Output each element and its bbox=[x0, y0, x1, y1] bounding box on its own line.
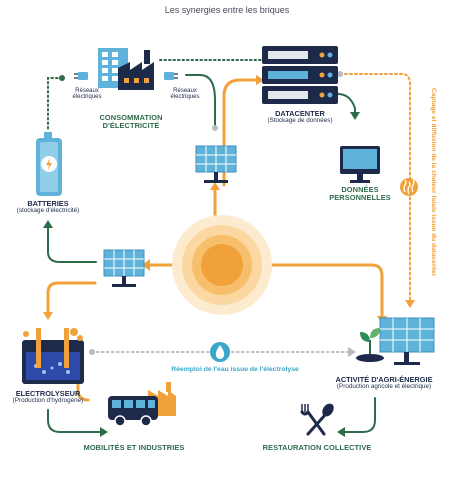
datacenter-label: DATACENTER (Stockage de données) bbox=[248, 110, 352, 124]
fork-icon bbox=[300, 404, 326, 436]
arrow-heat-to-agri bbox=[405, 300, 415, 308]
reseaux-left-label: Réseaux électriques bbox=[62, 88, 112, 101]
arrow-to-restauration bbox=[337, 427, 345, 437]
arrow-to-electrolyser bbox=[43, 312, 53, 320]
arrow-to-left-panel bbox=[142, 259, 150, 271]
arrow-reemploi-right bbox=[348, 347, 356, 357]
reseaux-left-line2: électriques bbox=[72, 94, 102, 101]
panel-to-datacenter-line bbox=[222, 78, 260, 187]
reseaux-right-line1: Réseaux bbox=[173, 88, 197, 94]
agri-to-restauration-line bbox=[344, 397, 376, 433]
consommation-line1: CONSOMMATION bbox=[99, 113, 163, 122]
agri-subtitle: (Production agricole et électrique) bbox=[336, 382, 432, 390]
arrowheads bbox=[43, 71, 415, 437]
battery-icon bbox=[36, 132, 62, 196]
restauration-label: RESTAURATION COLLECTIVE bbox=[262, 443, 372, 452]
solar-panel-icon bbox=[379, 317, 435, 365]
donnees-line1: DONNÉES bbox=[341, 185, 379, 194]
panel-to-battery-line bbox=[47, 227, 97, 263]
donnees-line2: PERSONNELLES bbox=[329, 192, 391, 202]
solar-panel-icon bbox=[103, 249, 145, 287]
electrolyseur-label: ELECTROLYSEUR (Production d'hydrogène) bbox=[0, 390, 96, 404]
captage-label-box: Captage et diffusion de la chaleur fatal… bbox=[424, 88, 438, 308]
batteries-subtitle: (stockage d'électricité) bbox=[16, 206, 80, 214]
reseaux-left-line1: Réseaux bbox=[75, 88, 99, 94]
agri-title: ACTIVITÉ D'AGRI-ÉNERGIE bbox=[335, 375, 433, 384]
plug-icon bbox=[74, 72, 178, 80]
datacenter-title: DATACENTER bbox=[275, 109, 325, 118]
dot-consumption-left bbox=[59, 75, 65, 81]
electrolyseur-subtitle: (Production d'hydrogène) bbox=[12, 396, 84, 404]
consommation-line2: D'ÉLECTRICITÉ bbox=[102, 120, 160, 130]
reseaux-right-label: Réseaux électriques bbox=[160, 88, 210, 101]
sun-icon bbox=[172, 215, 272, 315]
bus-icon bbox=[108, 382, 176, 427]
solar-panel-icon bbox=[195, 145, 237, 183]
plant-icon bbox=[356, 328, 384, 362]
dot-dc-bottom bbox=[212, 125, 218, 131]
datacenter-subtitle: (Stockage de données) bbox=[267, 116, 333, 124]
electrolyser-icon bbox=[22, 328, 84, 384]
consommation-label: CONSOMMATION D'ÉLECTRICITÉ bbox=[86, 114, 176, 130]
server-icon bbox=[262, 46, 338, 104]
donnees-label: DONNÉES PERSONNELLES bbox=[320, 186, 400, 202]
building-factory-icon bbox=[98, 48, 154, 90]
panel-to-electrolyser-line bbox=[46, 281, 97, 314]
water-drop-icon bbox=[210, 342, 230, 362]
arrow-to-battery bbox=[43, 220, 53, 228]
spoon-icon bbox=[306, 403, 334, 436]
heat-dotted-line bbox=[339, 73, 411, 301]
captage-label: Captage et diffusion de la chaleur fatal… bbox=[430, 88, 437, 277]
electrolyseur-title: ELECTROLYSEUR bbox=[15, 389, 81, 398]
reseaux-right-line2: électriques bbox=[170, 94, 200, 101]
arrow-to-datacenter bbox=[256, 75, 264, 85]
heat-icon bbox=[400, 178, 418, 196]
arrow-to-top-panel bbox=[210, 182, 220, 190]
reemploi-label: Réemploi de l'eau issue de l'électrolyse bbox=[171, 366, 299, 373]
datacenter-to-donnees-line bbox=[337, 93, 356, 113]
mobilites-label: MOBILITÉS ET INDUSTRIES bbox=[83, 443, 185, 452]
electrolyser-to-mobilites-line bbox=[47, 409, 101, 433]
consumption-to-battery-line bbox=[47, 77, 63, 131]
agri-label: ACTIVITÉ D'AGRI-ÉNERGIE (Production agri… bbox=[318, 376, 450, 390]
connectors bbox=[46, 59, 411, 433]
arrow-to-mobilites bbox=[100, 427, 108, 437]
monitor-icon bbox=[340, 146, 380, 183]
datacenter-to-reseaux-line bbox=[185, 74, 216, 129]
batteries-title: BATTERIES bbox=[27, 199, 69, 208]
electrolyser-to-bus-line bbox=[76, 378, 90, 402]
diagram-title: Les synergies entre les briques bbox=[164, 5, 290, 15]
batteries-label: BATTERIES (stockage d'électricité) bbox=[0, 200, 96, 214]
sun-to-agri-line bbox=[270, 263, 384, 318]
dot-reemploi-left bbox=[89, 349, 95, 355]
arrow-to-donnees bbox=[350, 112, 360, 120]
dot-heat-start bbox=[337, 71, 343, 77]
